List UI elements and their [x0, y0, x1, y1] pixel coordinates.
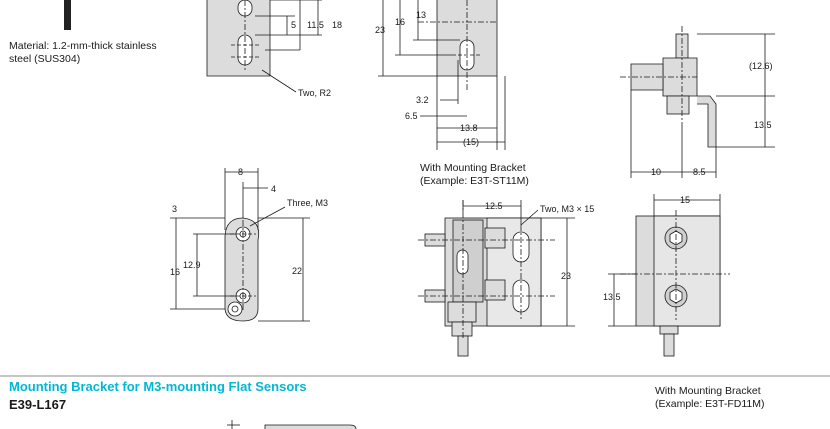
dim-13: 13 [416, 10, 426, 20]
dim-3-2: 3.2 [416, 95, 429, 105]
dim-13-8: 13.8 [460, 123, 478, 133]
bracket-caption-line2: (Example: E3T-ST11M) [420, 175, 529, 187]
callout-two-m3x15: Two, M3 × 15 [540, 204, 594, 214]
material-note: Material: 1.2-mm-thick stainless steel (… [9, 40, 157, 66]
dim-12-9: 12.9 [183, 260, 201, 270]
bracket-side-view [608, 194, 730, 357]
dim-3: 3 [172, 204, 177, 214]
lower-partial-drawing [227, 420, 357, 429]
dim-6-5: 6.5 [405, 111, 418, 121]
top-middle-view [378, 0, 506, 150]
bracket-front-view [418, 200, 575, 357]
dim-12-5: 12.5 [485, 201, 503, 211]
plate-view [170, 168, 310, 322]
dim-4: 4 [271, 184, 276, 194]
dim-22: 22 [292, 266, 302, 276]
section-caption-line2: (Example: E3T-FD11M) [655, 398, 765, 410]
dim-11-5: 11.5 [307, 20, 324, 30]
model-number: E39-L167 [9, 397, 67, 412]
top-left-view [206, 0, 322, 93]
dim-13-5-side: 13.5 [603, 292, 621, 302]
callout-three-m3: Three, M3 [287, 198, 328, 208]
dim-23-front: 23 [561, 271, 571, 281]
dim-15-ref: (15) [463, 137, 479, 147]
material-note-line1: Material: 1.2-mm-thick stainless [9, 40, 157, 52]
section-title: Mounting Bracket for M3-mounting Flat Se… [9, 379, 307, 394]
dim-16-plate: 16 [170, 267, 180, 277]
bracket-caption-st11m: With Mounting Bracket (Example: E3T-ST11… [420, 162, 529, 188]
dim-15-side: 15 [680, 195, 690, 205]
dim-13-5-right: 13.5 [754, 120, 772, 130]
section-caption-fd11m: With Mounting Bracket (Example: E3T-FD11… [655, 385, 765, 411]
dim-18: 18 [332, 20, 342, 30]
dim-8: 8 [238, 167, 243, 177]
dim-5: 5 [291, 20, 296, 30]
dim-16: 16 [395, 17, 405, 27]
callout-two-r2: Two, R2 [298, 88, 331, 98]
bracket-caption-line1: With Mounting Bracket [420, 162, 526, 174]
top-right-view [620, 26, 775, 178]
dim-10: 10 [651, 167, 661, 177]
material-note-line2: steel (SUS304) [9, 53, 81, 65]
dim-8-5: 8.5 [693, 167, 706, 177]
dim-23: 23 [375, 25, 385, 35]
cable-stub [64, 0, 71, 30]
dim-12-6-ref: (12.6) [749, 61, 773, 71]
section-caption-line1: With Mounting Bracket [655, 385, 761, 397]
